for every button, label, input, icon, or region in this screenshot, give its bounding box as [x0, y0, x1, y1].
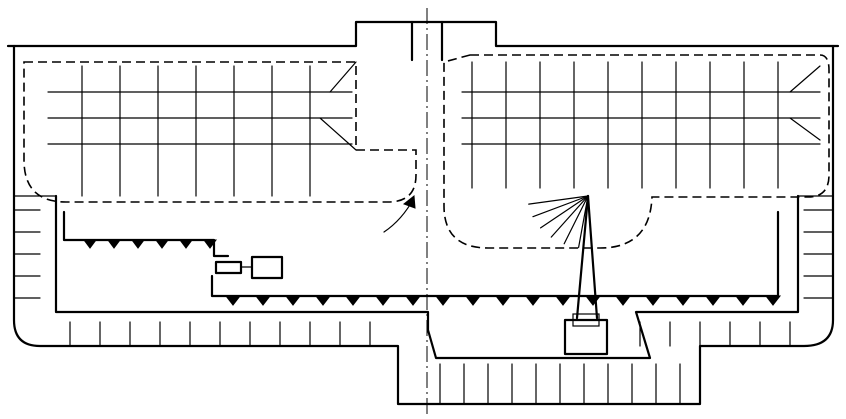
deck-bracket	[83, 239, 97, 249]
walkway-lower	[210, 210, 780, 298]
upper-deck-line	[6, 20, 840, 48]
hopper-radial	[539, 195, 589, 229]
hopper-radial	[563, 195, 589, 245]
hopper-radial	[532, 195, 589, 218]
deck-bracket	[404, 295, 422, 306]
deck-bracket	[524, 295, 542, 306]
valve-box	[214, 260, 243, 275]
deck-bracket	[224, 295, 242, 306]
winch-inner	[572, 313, 600, 327]
deck-bracket	[434, 295, 452, 306]
deck-bracket	[254, 295, 272, 306]
deck-bracket	[284, 295, 302, 306]
deck-bracket	[203, 239, 217, 249]
deck-bracket	[374, 295, 392, 306]
walkway-deck	[62, 210, 230, 258]
deck-bracket	[644, 295, 662, 306]
knuckle-brace-right	[789, 117, 821, 141]
upper-tank-right	[443, 54, 830, 249]
upper-tank-left	[23, 61, 417, 203]
hopper-radial	[578, 195, 589, 248]
strut-left	[575, 194, 590, 320]
deck-bracket	[614, 295, 632, 306]
winch-unit	[563, 318, 609, 356]
outer-hull	[12, 44, 835, 406]
pump-box	[250, 255, 284, 280]
deck-bracket	[464, 295, 482, 306]
deck-bracket	[344, 295, 362, 306]
knuckle-brace-right	[789, 65, 821, 93]
knuckle-brace-left	[329, 61, 357, 93]
deck-bracket	[764, 295, 782, 306]
deck-bracket	[107, 239, 121, 249]
deck-bracket	[584, 295, 602, 306]
inner-hull	[54, 194, 800, 360]
deck-bracket	[494, 295, 512, 306]
deck-bracket	[674, 295, 692, 306]
deck-bracket	[734, 295, 752, 306]
deck-bracket	[179, 239, 193, 249]
hopper-radial	[528, 195, 589, 205]
deck-bracket	[554, 295, 572, 306]
frame-lines-group	[13, 61, 834, 405]
hopper-radial	[550, 195, 589, 238]
knuckle-brace-left	[319, 117, 357, 151]
deck-bracket	[314, 295, 332, 306]
flow-arrow-head	[402, 195, 416, 209]
deck-bracket	[704, 295, 722, 306]
deck-bracket	[131, 239, 145, 249]
deck-bracket	[155, 239, 169, 249]
bracket-group	[83, 239, 782, 306]
